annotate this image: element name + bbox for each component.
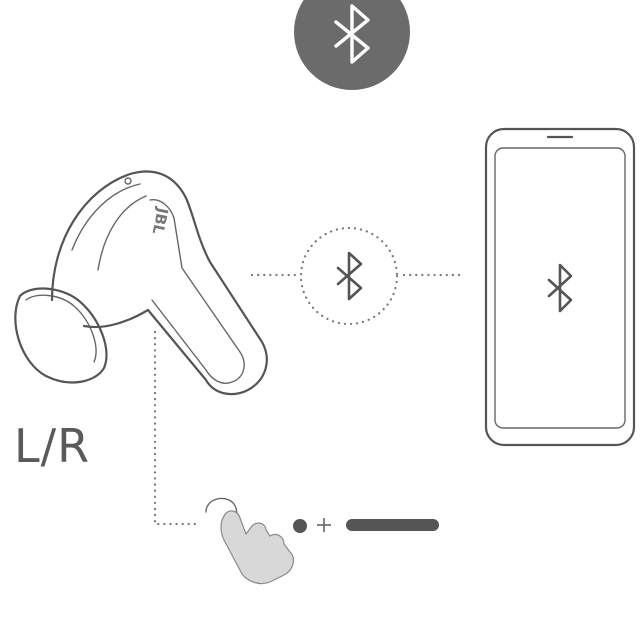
earbud-illustration: JBL	[15, 171, 266, 394]
touch-hand-icon	[206, 498, 293, 583]
side-label: L/R	[14, 419, 90, 473]
bluetooth-icon	[549, 265, 571, 311]
press-indicator	[293, 518, 439, 533]
short-press-dot	[293, 519, 307, 533]
brand-logo: JBL	[148, 205, 171, 236]
bluetooth-badge	[294, 0, 410, 90]
phone-icon	[486, 129, 634, 445]
bluetooth-icon	[338, 253, 361, 299]
connection-line-touch	[155, 332, 200, 524]
long-press-bar	[346, 519, 439, 531]
